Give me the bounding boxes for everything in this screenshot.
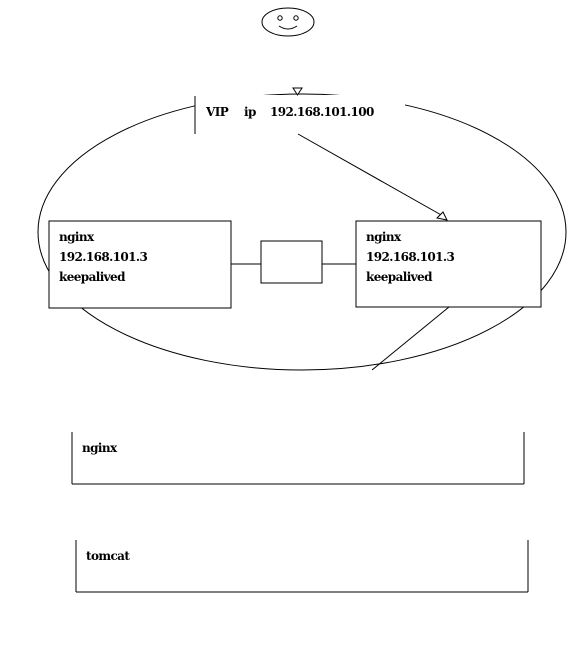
backend-tomcat-label: tomcat xyxy=(86,549,130,563)
vip-to-node-arrow xyxy=(297,133,444,217)
heartbeat-box xyxy=(260,240,323,284)
backend-nginx-label: nginx xyxy=(82,441,118,455)
node-to-backend-line xyxy=(371,306,450,371)
vip-box-background xyxy=(195,95,405,135)
vip-label: VIP xyxy=(205,105,229,119)
nginx-node-left-ip: 192.168.101.3 xyxy=(59,250,147,264)
nginx-node-left-name: nginx xyxy=(59,230,95,244)
nginx-node-left xyxy=(48,220,232,309)
backend-nginx-box xyxy=(71,432,525,485)
vip-ip-label: ip xyxy=(244,105,256,119)
vip-arrow-head xyxy=(292,87,303,96)
ha-cluster-ellipse xyxy=(37,93,567,371)
nginx-node-right xyxy=(355,220,542,308)
nginx-node-right-name: nginx xyxy=(366,230,402,244)
backend-tomcat-box xyxy=(75,540,529,593)
vip-ip-value: 192.168.101.100 xyxy=(270,105,374,119)
nginx-node-left-service: keepalived xyxy=(59,270,126,284)
vip-to-node-arrowhead xyxy=(435,211,448,221)
smiley-face-icon xyxy=(261,7,315,37)
nginx-node-right-service: keepalived xyxy=(366,270,433,284)
nginx-node-right-ip: 192.168.101.3 xyxy=(366,250,454,264)
